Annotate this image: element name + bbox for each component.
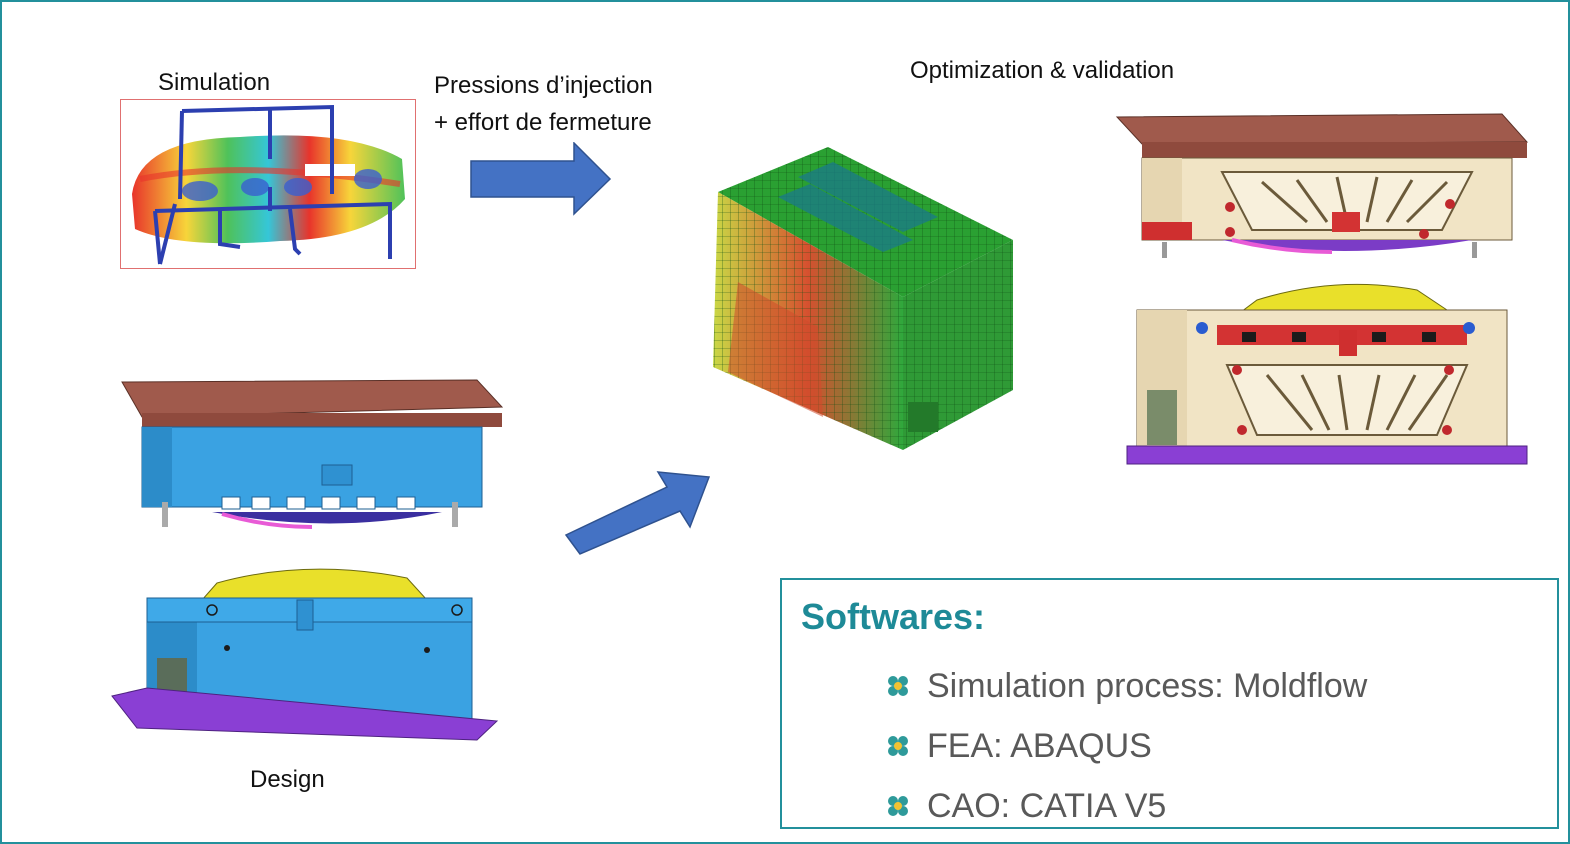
block-arrow-icon xyxy=(564,471,711,555)
software-item-label: FEA: ABAQUS xyxy=(927,726,1152,765)
software-item-fea: FEA: ABAQUS xyxy=(887,716,1367,776)
softwares-panel: Softwares: Simulation process: Moldflow … xyxy=(780,578,1559,829)
software-item-label: CAO: CATIA V5 xyxy=(927,786,1167,825)
fea-mesh-image xyxy=(713,147,1013,450)
pressions-label-line2: + effort de fermeture xyxy=(434,109,652,136)
softwares-list: Simulation process: Moldflow FEA: ABAQUS… xyxy=(887,656,1367,836)
block-arrow-icon xyxy=(470,142,612,216)
optimization-label: Optimization & validation xyxy=(910,57,1175,84)
optimization-mold-top xyxy=(1115,113,1529,258)
design-mold-bottom xyxy=(111,568,499,741)
simulation-label: Simulation xyxy=(158,69,271,96)
software-item-simulation: Simulation process: Moldflow xyxy=(887,656,1367,716)
software-item-cao: CAO: CATIA V5 xyxy=(887,776,1367,836)
design-mold-top xyxy=(121,379,504,529)
pressions-label-line1: Pressions d’injection xyxy=(434,72,653,99)
simulation-image xyxy=(120,99,416,269)
design-label: Design xyxy=(250,766,325,793)
gear-bullet-icon xyxy=(888,736,908,756)
software-item-label: Simulation process: Moldflow xyxy=(927,666,1368,705)
optimization-mold-bottom xyxy=(1126,283,1528,465)
gear-bullet-icon xyxy=(888,796,908,816)
gear-bullet-icon xyxy=(888,676,908,696)
softwares-title: Softwares: xyxy=(801,596,986,637)
